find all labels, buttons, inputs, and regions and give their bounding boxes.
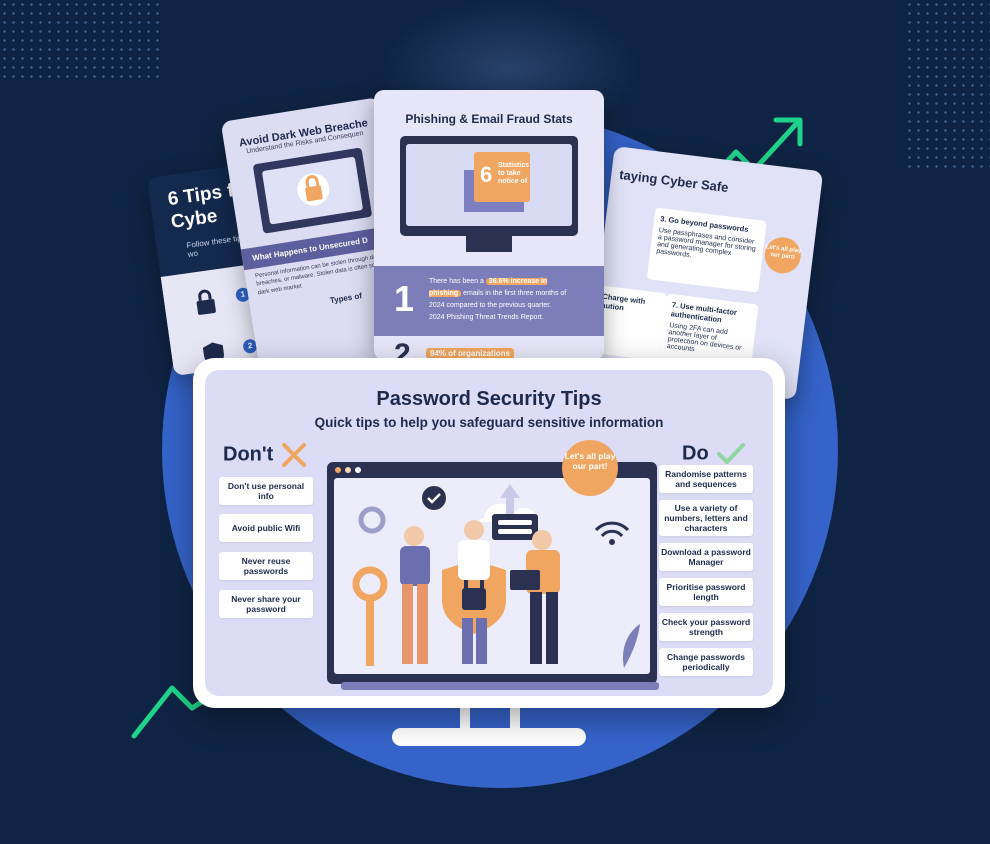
padlock-icon	[297, 173, 330, 206]
tip-box-text: Using 2FA can add another layer of prote…	[666, 322, 742, 354]
main-panel: Password Security Tips Quick tips to hel…	[205, 370, 773, 696]
do-tip-length: Prioritise password length	[659, 578, 753, 606]
main-infographic-monitor[interactable]: Password Security Tips Quick tips to hel…	[193, 358, 785, 708]
point-number-2: 2	[394, 338, 411, 360]
stat-badge: 6 Statistics to take notice of	[474, 152, 530, 202]
illustration-base	[341, 682, 659, 690]
monitor-stand-base	[392, 728, 586, 746]
do-tip-randomise: Randomise patterns and sequences	[659, 465, 753, 493]
people-security-illustration	[352, 484, 640, 668]
stat-band: 1 There has been a 36.6% increase in phi…	[374, 266, 604, 336]
stat-text: Statistics to take notice of	[498, 162, 530, 186]
monitor-illustration	[252, 147, 373, 234]
dont-tip-reuse-passwords: Never reuse passwords	[219, 552, 313, 580]
do-tip-strength: Check your password strength	[659, 613, 753, 641]
card-title: Phishing & Email Fraud Stats	[405, 112, 573, 126]
check-icon	[717, 443, 746, 464]
dot-pattern-top-right	[905, 0, 990, 170]
dont-tip-share-password: Never share your password	[219, 590, 313, 618]
dont-heading: Don't	[223, 442, 307, 468]
speech-bubble: Let's all play our part!	[562, 440, 618, 496]
main-title: Password Security Tips	[376, 388, 602, 410]
do-tip-variety: Use a variety of numbers, letters and ch…	[659, 500, 753, 536]
dot-pattern-top-left	[0, 0, 160, 80]
point-source: 2024 Phishing Threat Trends Report.	[429, 313, 544, 321]
point-prefix: There has been a	[429, 278, 484, 285]
point-text-2: 94% of organizations	[426, 348, 515, 359]
monitor-illustration: 6 Statistics to take notice of	[400, 136, 578, 236]
monitor-stand-right	[510, 708, 520, 734]
stat-number: 6	[480, 162, 493, 187]
dont-tip-personal-info: Don't use personal info	[219, 477, 313, 505]
dont-heading-label: Don't	[223, 443, 274, 466]
infographic-card-phishing[interactable]: Phishing & Email Fraud Stats 6 Statistic…	[374, 90, 604, 360]
illustration-screen	[327, 462, 657, 684]
dont-tip-public-wifi: Avoid public Wifi	[219, 514, 313, 542]
do-heading: Do	[682, 442, 746, 466]
do-tip-password-manager: Download a password Manager	[659, 543, 753, 571]
cross-icon	[281, 443, 306, 467]
speech-bubble: Let's all play our part!	[762, 235, 803, 276]
tip-box: 3. Go beyond passwords Use passphrases a…	[646, 207, 767, 293]
do-tip-change-periodically: Change passwords periodically	[659, 648, 753, 676]
main-subtitle: Quick tips to help you safeguard sensiti…	[314, 415, 664, 430]
monitor-stand-left	[460, 708, 470, 734]
monitor-stand	[466, 236, 512, 252]
point-number: 1	[394, 278, 415, 319]
point-suffix: emails in the first three months of 2024…	[429, 289, 567, 309]
tip-box-title: . Charge with caution	[596, 291, 646, 313]
point-text: There has been a 36.6% increase in phish…	[429, 276, 574, 324]
lock-icon	[196, 289, 216, 315]
infographic-card-dark-web[interactable]: Avoid Dark Web Breache Understand the Ri…	[220, 97, 420, 379]
do-heading-label: Do	[682, 442, 709, 465]
